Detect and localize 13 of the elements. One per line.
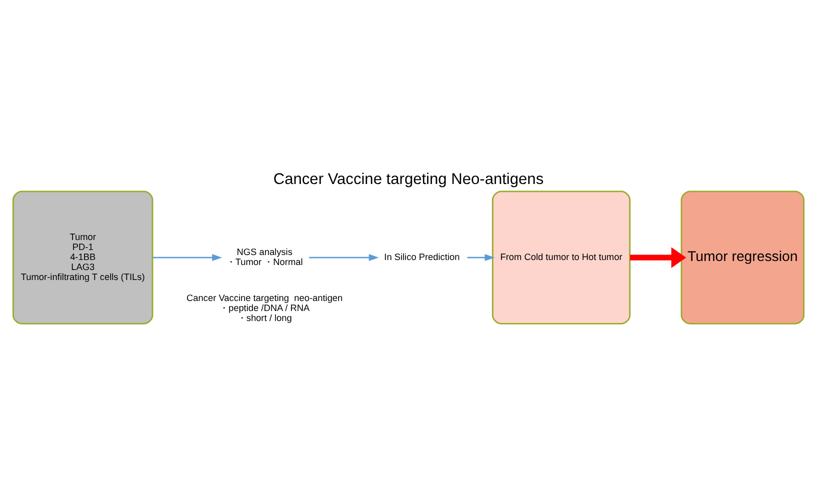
label: ・peptide /DNA / RNA — [219, 302, 310, 312]
node-box: Tumor PD-1 4-1BB LAG3 Tumor-infiltrating T cells (TILs) — [12, 190, 154, 324]
node-text: NGS analysis ・Tumor ・Normal — [226, 246, 303, 266]
arrow — [309, 254, 379, 261]
node-box: From Cold tumor to Hot tumor — [492, 190, 631, 324]
arrow — [467, 254, 495, 261]
arrow — [630, 246, 686, 268]
arrow — [152, 254, 222, 261]
label: ・short / long — [237, 312, 292, 322]
node-box: Tumor regression — [680, 190, 804, 324]
label: Cancer Vaccine targeting neo-antigen — [186, 292, 343, 302]
node-text: In Silico Prediction — [384, 251, 460, 262]
diagram-title: Cancer Vaccine targeting Neo-antigens — [273, 170, 544, 188]
